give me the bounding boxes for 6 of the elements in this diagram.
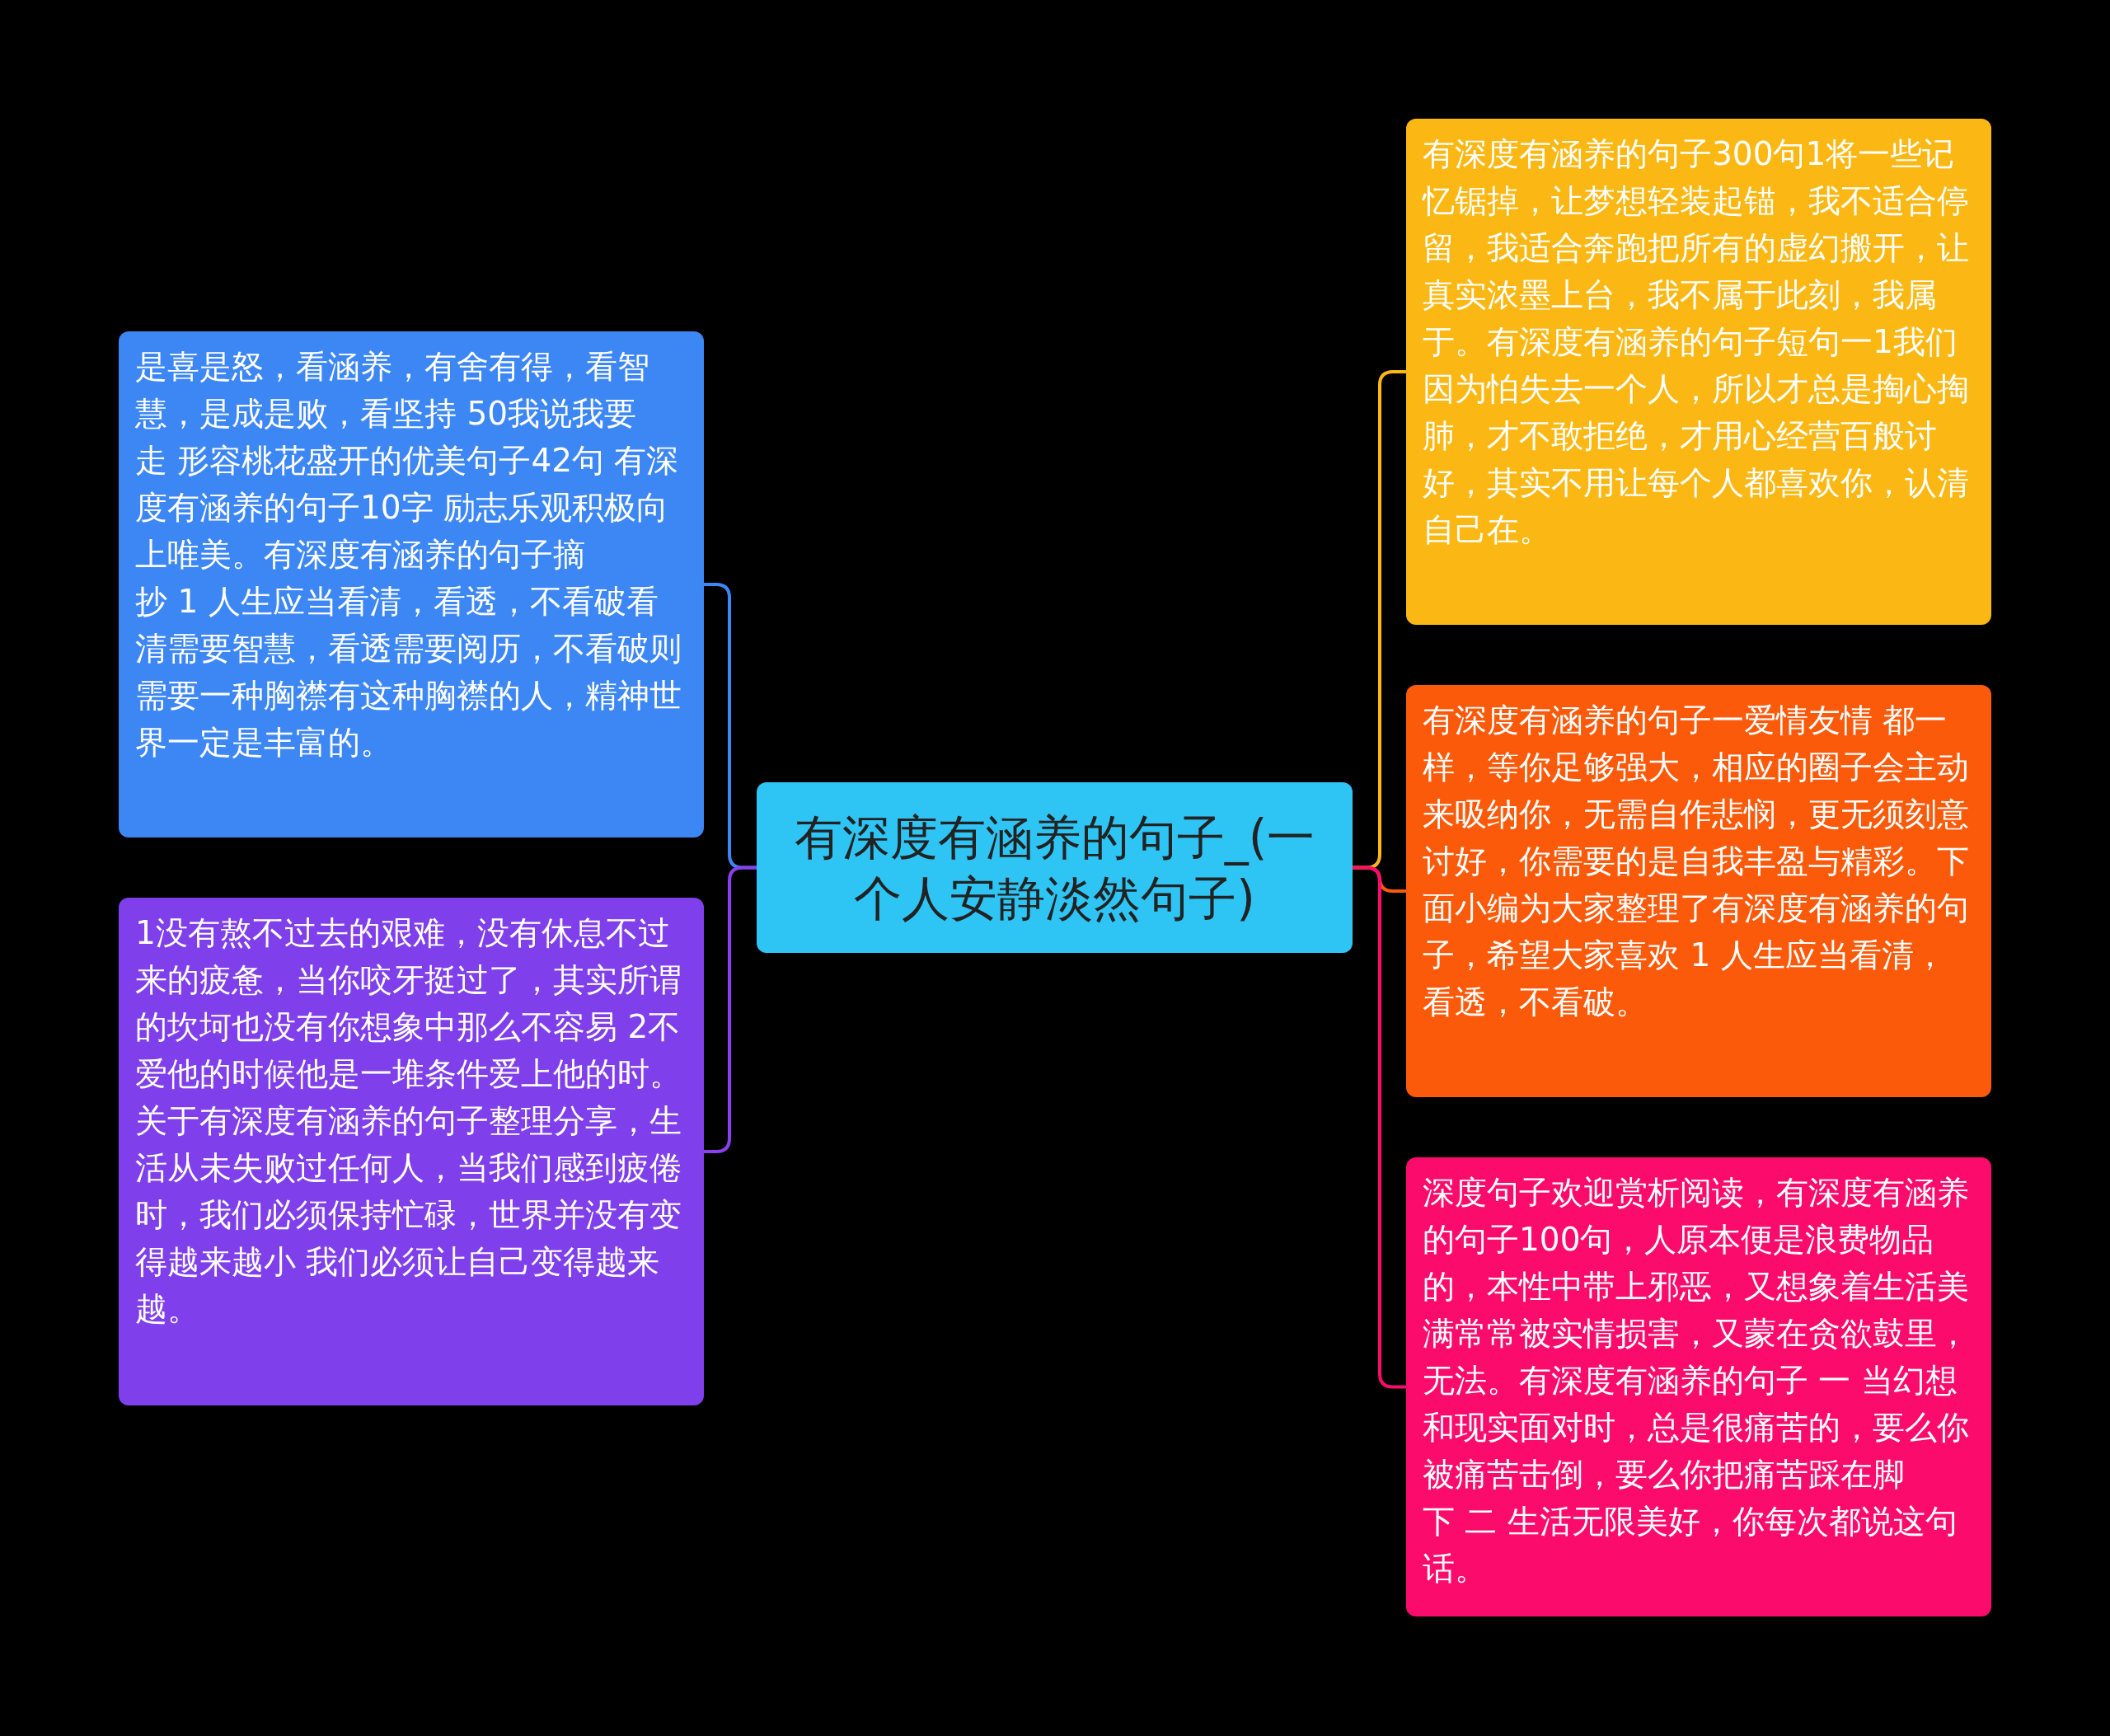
topic-card: 1没有熬不过去的艰难，没有休息不过来的疲惫，当你咬牙挺过了，其实所谓的坎坷也没有你想象中那么不容易 2不爱他的时候他是一堆条件爱上他的时。关于有深度有涵养的句子整理分享，生活从未失败过任何人，当我们感到疲倦时，我们必须保持忙碌，世界并没有变得越来越小 我们必须让自己变得越来越。 [119, 898, 704, 1405]
central-topic-box: 有深度有涵养的句子_(一个人安静淡然句子) [757, 782, 1353, 953]
topic-card: 有深度有涵养的句子300句1将一些记忆锯掉，让梦想轻装起锚，我不适合停留，我适合奔跑把所有的虚幻搬开，让真实浓墨上台，我不属于此刻，我属于。有深度有涵养的句子短句一1我们因为怕失去一个人，所以才总是掏心掏肺，才不敢拒绝，才用心经营百般讨好，其实不用让每个人都喜欢你，认清自己在。 [1406, 119, 1991, 625]
topic-card: 深度句子欢迎赏析阅读，有深度有涵养的句子100句，人原本便是浪费物品的，本性中带上邪恶，又想象着生活美满常常被实情损害，又蒙在贪欲鼓里，无法。有深度有涵养的句子 一 当幻想和现实面对时，总是很痛苦的，要么你被痛苦击倒，要么你把痛苦踩在脚下 二 生活无限美好，你每次都说这句话。 [1406, 1157, 1991, 1616]
topic-card: 有深度有涵养的句子一爱情友情 都一样，等你足够强大，相应的圈子会主动来吸纳你，无需自作悲悯，更无须刻意讨好，你需要的是自我丰盈与精彩。下面小编为大家整理了有深度有涵养的句子，希望大家喜欢 1 人生应当看清，看透，不看破。 [1406, 685, 1991, 1097]
topic-card: 是喜是怒，看涵养，有舍有得，看智慧，是成是败，看坚持 50我说我要走 形容桃花盛开的优美句子42句 有深度有涵养的句子10字 励志乐观积极向上唯美。有深度有涵养的句子摘抄 1 人生应当看清，看透，不看破看清需要智慧，看透需要阅历，不看破则需要一种胸襟有这种胸襟的人，精神世界一定是丰富的。 [119, 331, 704, 838]
